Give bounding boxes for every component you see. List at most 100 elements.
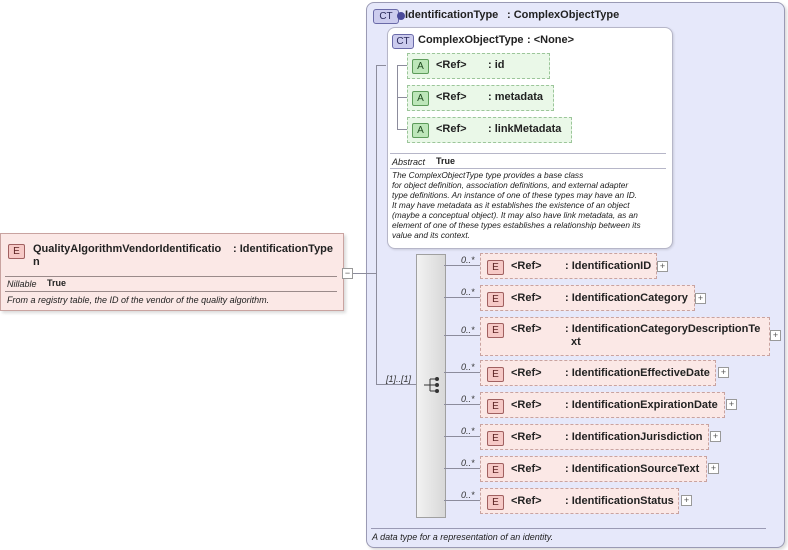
element-connector [444,265,480,266]
element-ref: <Ref> [511,431,542,443]
element-name: : IdentificationExpirationDate [565,399,718,411]
element-connector [444,436,480,437]
description-divider [390,168,666,169]
element-connector [444,500,480,501]
element-name-line2: xt [571,336,581,348]
element-badge: E [8,244,25,259]
element-occurrence: 0..* [461,362,475,372]
description-line: (maybe a conceptual object). It may also… [392,210,638,220]
expand-toggle[interactable]: + [681,495,692,506]
element-name-line1: : IdentificationCategoryDescriptionTe [565,323,761,335]
quality-algorithm-vendor-identification-element[interactable]: E QualityAlgorithmVendorIdentificatio n … [0,233,344,311]
element-name: : IdentificationJurisdiction [565,431,703,443]
expand-toggle[interactable]: + [726,399,737,410]
element-identification-expiration-date[interactable]: E <Ref> : IdentificationExpirationDate [480,392,725,418]
expand-toggle[interactable]: + [708,463,719,474]
sequence-occurrence: [1]..[1] [386,374,412,384]
description-line: for object definition, association defin… [392,180,629,190]
element-name: : IdentificationStatus [565,495,674,507]
element-occurrence: 0..* [461,287,475,297]
complex-object-type-description: The ComplexObjectType type provides a ba… [392,170,668,240]
element-name: : IdentificationID [565,260,652,272]
element-badge: E [487,292,504,307]
element-ref: <Ref> [511,292,542,304]
element-badge: E [487,431,504,446]
element-badge: E [487,367,504,382]
abstract-divider [390,153,666,154]
element-occurrence: 0..* [461,325,475,335]
sequence-compositor[interactable] [416,254,446,518]
attribute-id[interactable]: A <Ref> : id [407,53,550,79]
element-connector [444,297,480,298]
sequence-connector [376,384,416,385]
identification-type-name: IdentificationType [405,9,499,21]
expand-toggle[interactable]: + [718,367,729,378]
element-occurrence: 0..* [461,490,475,500]
expand-toggle[interactable]: + [657,261,668,272]
element-connector [444,372,480,373]
type-connector [353,273,376,274]
complex-type-badge: CT [373,9,399,24]
main-element-type: : IdentificationType [233,243,334,255]
nillable-label: Nillable [7,279,37,289]
element-badge: E [487,399,504,414]
element-occurrence: 0..* [461,458,475,468]
element-identification-status[interactable]: E <Ref> : IdentificationStatus [480,488,679,514]
description-line: element of one of these types establishe… [392,220,641,230]
attribute-badge: A [412,59,429,74]
main-element-name-line2: n [33,256,40,268]
element-ref: <Ref> [511,323,542,335]
identification-type-base: : ComplexObjectType [507,9,620,21]
type-connector-vertical [376,65,377,385]
attribute-connector [397,65,408,66]
sequence-icon [424,377,439,393]
element-ref: <Ref> [511,463,542,475]
element-badge: E [487,260,504,275]
attribute-name: : metadata [488,91,544,103]
element-badge: E [487,323,504,338]
attribute-connector [397,129,408,130]
expand-toggle[interactable]: + [770,330,781,341]
element-connector [444,468,480,469]
description-line: type definitions. An instance of one of … [392,190,638,200]
element-ref: <Ref> [511,260,542,272]
attribute-name: : linkMetadata [488,123,562,135]
description-divider [5,291,337,292]
complex-object-type-base: : <None> [527,34,575,46]
element-badge: E [487,463,504,478]
attribute-name: : id [488,59,505,71]
attribute-ref: <Ref> [436,59,467,71]
element-connector [444,404,480,405]
element-connector [444,335,480,336]
expand-toggle[interactable]: + [710,431,721,442]
element-name: : IdentificationEffectiveDate [565,367,710,379]
element-name: : IdentificationCategory [565,292,688,304]
nillable-value: True [47,278,67,288]
main-element-name-line1: QualityAlgorithmVendorIdentificatio [33,243,222,255]
inner-type-connector [376,65,386,66]
element-identification-category[interactable]: E <Ref> : IdentificationCategory [480,285,695,311]
expand-toggle[interactable]: + [695,293,706,304]
element-badge: E [487,495,504,510]
abstract-label: Abstract [392,157,426,167]
element-identification-jurisdiction[interactable]: E <Ref> : IdentificationJurisdiction [480,424,709,450]
element-ref: <Ref> [511,399,542,411]
attribute-ref: <Ref> [436,91,467,103]
element-ref: <Ref> [511,495,542,507]
complex-type-badge: CT [392,34,414,49]
element-identification-effective-date[interactable]: E <Ref> : IdentificationEffectiveDate [480,360,716,386]
description-line: value and its context. [392,230,470,240]
collapse-toggle[interactable]: − [342,268,353,279]
element-identification-id[interactable]: E <Ref> : IdentificationID [480,253,657,279]
description-line: It may have metadata as it establishes t… [392,200,630,210]
attribute-badge: A [412,123,429,138]
element-identification-source-text[interactable]: E <Ref> : IdentificationSourceText [480,456,707,482]
attribute-metadata[interactable]: A <Ref> : metadata [407,85,554,111]
identification-type-description: A data type for a representation of an i… [372,532,554,542]
complex-object-type-name: ComplexObjectType [418,34,524,46]
main-element-description: From a registry table, the ID of the ven… [7,295,270,305]
abstract-value: True [436,156,456,166]
element-identification-category-description-text[interactable]: E <Ref> : IdentificationCategoryDescript… [480,317,770,356]
element-occurrence: 0..* [461,394,475,404]
attribute-linkmetadata[interactable]: A <Ref> : linkMetadata [407,117,572,143]
